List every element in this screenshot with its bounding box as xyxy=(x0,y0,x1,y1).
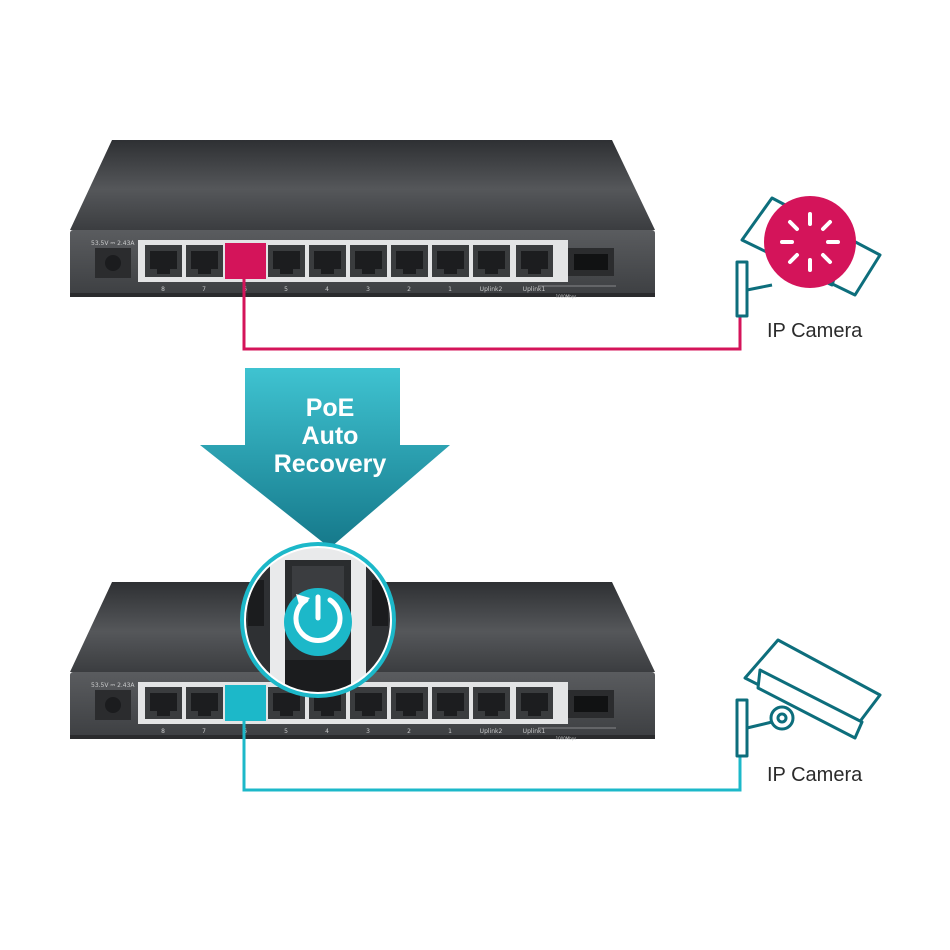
ethernet-port-socket xyxy=(273,693,300,711)
ethernet-port-socket xyxy=(314,251,341,269)
ethernet-port-socket xyxy=(521,693,548,711)
port-label: 5 xyxy=(284,286,288,293)
port-label: 3 xyxy=(366,286,370,293)
ethernet-port-tab xyxy=(321,269,334,274)
arrow-label-line-1: PoE xyxy=(305,394,355,422)
port-label: 1 xyxy=(448,728,452,735)
switch-bottom-edge xyxy=(70,293,655,297)
port-label: 3 xyxy=(366,728,370,735)
switch-top-face xyxy=(70,140,655,230)
power-recovery-icon xyxy=(284,588,352,656)
ethernet-port-tab xyxy=(157,269,170,274)
ethernet-port-tab xyxy=(485,269,498,274)
ethernet-port-socket xyxy=(437,693,464,711)
port-label: 1 xyxy=(448,286,452,293)
port-label: Uplink1 xyxy=(523,728,546,735)
ethernet-port-tab xyxy=(362,269,375,274)
ethernet-port-tab xyxy=(444,269,457,274)
ethernet-port-tab xyxy=(321,711,334,716)
ethernet-port-socket xyxy=(191,693,218,711)
power-rating-label: 53.5V ⎓ 2.43A xyxy=(91,240,135,247)
port-label: 7 xyxy=(202,728,206,735)
port-label: 4 xyxy=(325,728,329,735)
ethernet-port-tab xyxy=(485,711,498,716)
ethernet-port-tab xyxy=(198,711,211,716)
bottom-camera-label: IP Camera xyxy=(767,764,863,786)
arrow-label-line-3: Recovery xyxy=(273,450,387,478)
ethernet-port-tab xyxy=(403,269,416,274)
ethernet-port-tab xyxy=(280,269,293,274)
power-jack-hole xyxy=(105,255,121,271)
ethernet-port-tab xyxy=(444,711,457,716)
port-label: 8 xyxy=(161,286,165,293)
port-label: Uplink2 xyxy=(480,728,503,735)
faulty-connection-line xyxy=(242,272,742,351)
poe-auto-recovery-arrow xyxy=(200,368,450,548)
port-label: 7 xyxy=(202,286,206,293)
sfp-sublabel: 1000Mbps xyxy=(556,294,577,299)
ethernet-port-tab xyxy=(198,269,211,274)
arrow-label-line-2: Auto xyxy=(301,422,359,450)
ethernet-port-tab xyxy=(157,711,170,716)
ethernet-port-socket xyxy=(478,251,505,269)
ethernet-port-socket xyxy=(355,251,382,269)
ethernet-port-socket xyxy=(150,251,177,269)
ethernet-port-socket xyxy=(273,251,300,269)
port-zoom-magnifier xyxy=(240,542,396,698)
sfp-slot-opening xyxy=(574,254,608,270)
highlighted-port-6 xyxy=(225,685,266,721)
power-jack-hole xyxy=(105,697,121,713)
ethernet-port-socket xyxy=(521,251,548,269)
ethernet-port-tab xyxy=(528,711,541,716)
port-label: 2 xyxy=(407,286,411,293)
port-label: Uplink2 xyxy=(480,286,503,293)
ethernet-port-socket xyxy=(355,693,382,711)
ethernet-port-socket xyxy=(150,693,177,711)
top-camera-label: IP Camera xyxy=(767,320,863,342)
port-label: 2 xyxy=(407,728,411,735)
ethernet-port-tab xyxy=(528,269,541,274)
power-rating-label: 53.5V ⎓ 2.43A xyxy=(91,682,135,689)
sfp-sublabel: 1000Mbps xyxy=(556,736,577,741)
port-label: 5 xyxy=(284,728,288,735)
switch-bottom-edge xyxy=(70,735,655,739)
port-label: 4 xyxy=(325,286,329,293)
port-label: Uplink1 xyxy=(523,286,546,293)
ip-camera-fault-icon xyxy=(735,196,882,318)
ethernet-port-socket xyxy=(191,251,218,269)
ethernet-port-socket xyxy=(437,251,464,269)
ip-camera-icon xyxy=(735,638,882,758)
recovered-connection-line xyxy=(242,720,742,792)
ethernet-port-tab xyxy=(280,711,293,716)
ethernet-port-socket xyxy=(478,693,505,711)
ethernet-port-socket xyxy=(396,251,423,269)
sfp-slot-opening xyxy=(574,696,608,712)
port-label: 8 xyxy=(161,728,165,735)
ethernet-port-tab xyxy=(362,711,375,716)
ethernet-port-tab xyxy=(403,711,416,716)
ethernet-port-socket xyxy=(396,693,423,711)
